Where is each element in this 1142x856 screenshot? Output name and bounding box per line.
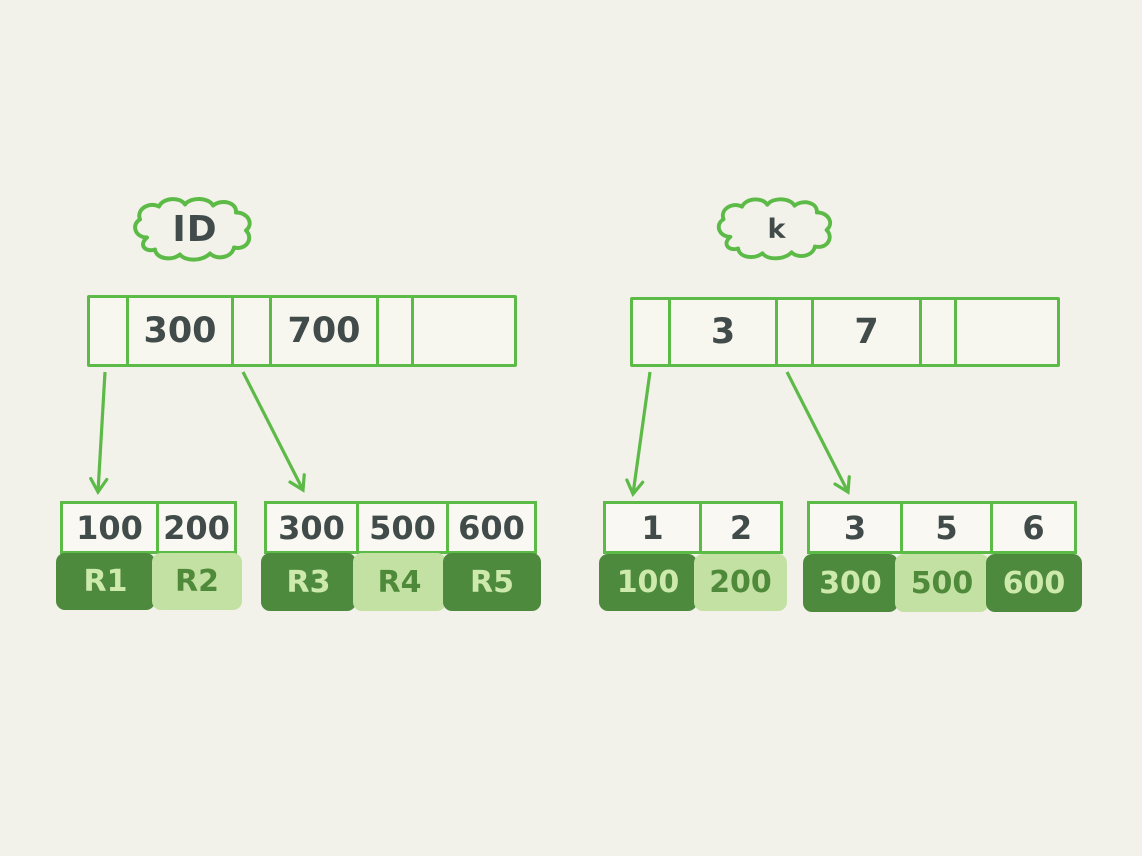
leaf-key-cell: 600: [446, 504, 534, 551]
id-root-node: 300 700: [87, 295, 517, 367]
record-block: 300: [803, 554, 898, 612]
record-block: R1: [56, 553, 155, 610]
root-cell: [90, 298, 126, 364]
leaf-key-cell: 6: [990, 504, 1074, 551]
id-leaf-node-2-keys: 300 500 600: [264, 501, 537, 554]
k-cloud: k: [707, 194, 847, 264]
id-cloud: ID: [125, 192, 265, 267]
k-leaf-node-2-keys: 3 5 6: [807, 501, 1077, 554]
id-leaf-node-1-records: R1 R2: [56, 553, 242, 610]
k-leaf-node-2-values: 300 500 600: [803, 554, 1082, 612]
leaf-key-cell: 2: [699, 504, 780, 551]
root-cell: [954, 300, 1057, 364]
record-block: 200: [694, 554, 787, 611]
record-block: 500: [895, 554, 989, 612]
id-leaf-node-2-records: R3 R4 R5: [261, 553, 541, 611]
root-cell: 300: [126, 298, 231, 364]
root-cell: [231, 298, 269, 364]
arrow-icon: [785, 371, 851, 495]
root-cell: [376, 298, 411, 364]
arrow-icon: [625, 371, 652, 498]
root-cell: [775, 300, 811, 364]
leaf-key-cell: 3: [843, 508, 867, 547]
id-cloud-label: ID: [172, 209, 218, 250]
cloud-shape-icon: [716, 197, 832, 261]
root-cell: [919, 300, 954, 364]
record-block: 100: [599, 554, 697, 611]
id-leaf-node-1-keys: 100 200: [60, 501, 237, 554]
root-cell: [633, 300, 668, 364]
k-cloud-label: k: [767, 213, 787, 245]
k-leaf-node-1-values: 100 200: [599, 554, 787, 611]
cloud-shape-icon: [133, 197, 252, 262]
arrow-icon: [241, 371, 306, 493]
leaf-key-cell: 1: [641, 508, 664, 547]
k-leaf-node-1-keys: 1 2: [603, 501, 783, 554]
root-cell: 7: [811, 300, 919, 364]
leaf-key-cell: 200: [156, 504, 234, 551]
leaf-key-cell: 500: [356, 504, 446, 551]
record-block: R4: [353, 553, 446, 611]
leaf-key-cell: 300: [278, 508, 345, 547]
record-block: R5: [443, 553, 541, 611]
leaf-key-cell: 100: [76, 508, 143, 547]
record-block: 600: [986, 554, 1082, 612]
root-cell: 3: [668, 300, 775, 364]
record-block: R2: [152, 553, 242, 610]
record-block: R3: [261, 553, 356, 611]
k-root-node: 3 7: [630, 297, 1060, 367]
leaf-key-cell: 5: [900, 504, 990, 551]
root-cell: 700: [269, 298, 376, 364]
arrow-icon: [89, 371, 109, 496]
root-cell: [411, 298, 514, 364]
